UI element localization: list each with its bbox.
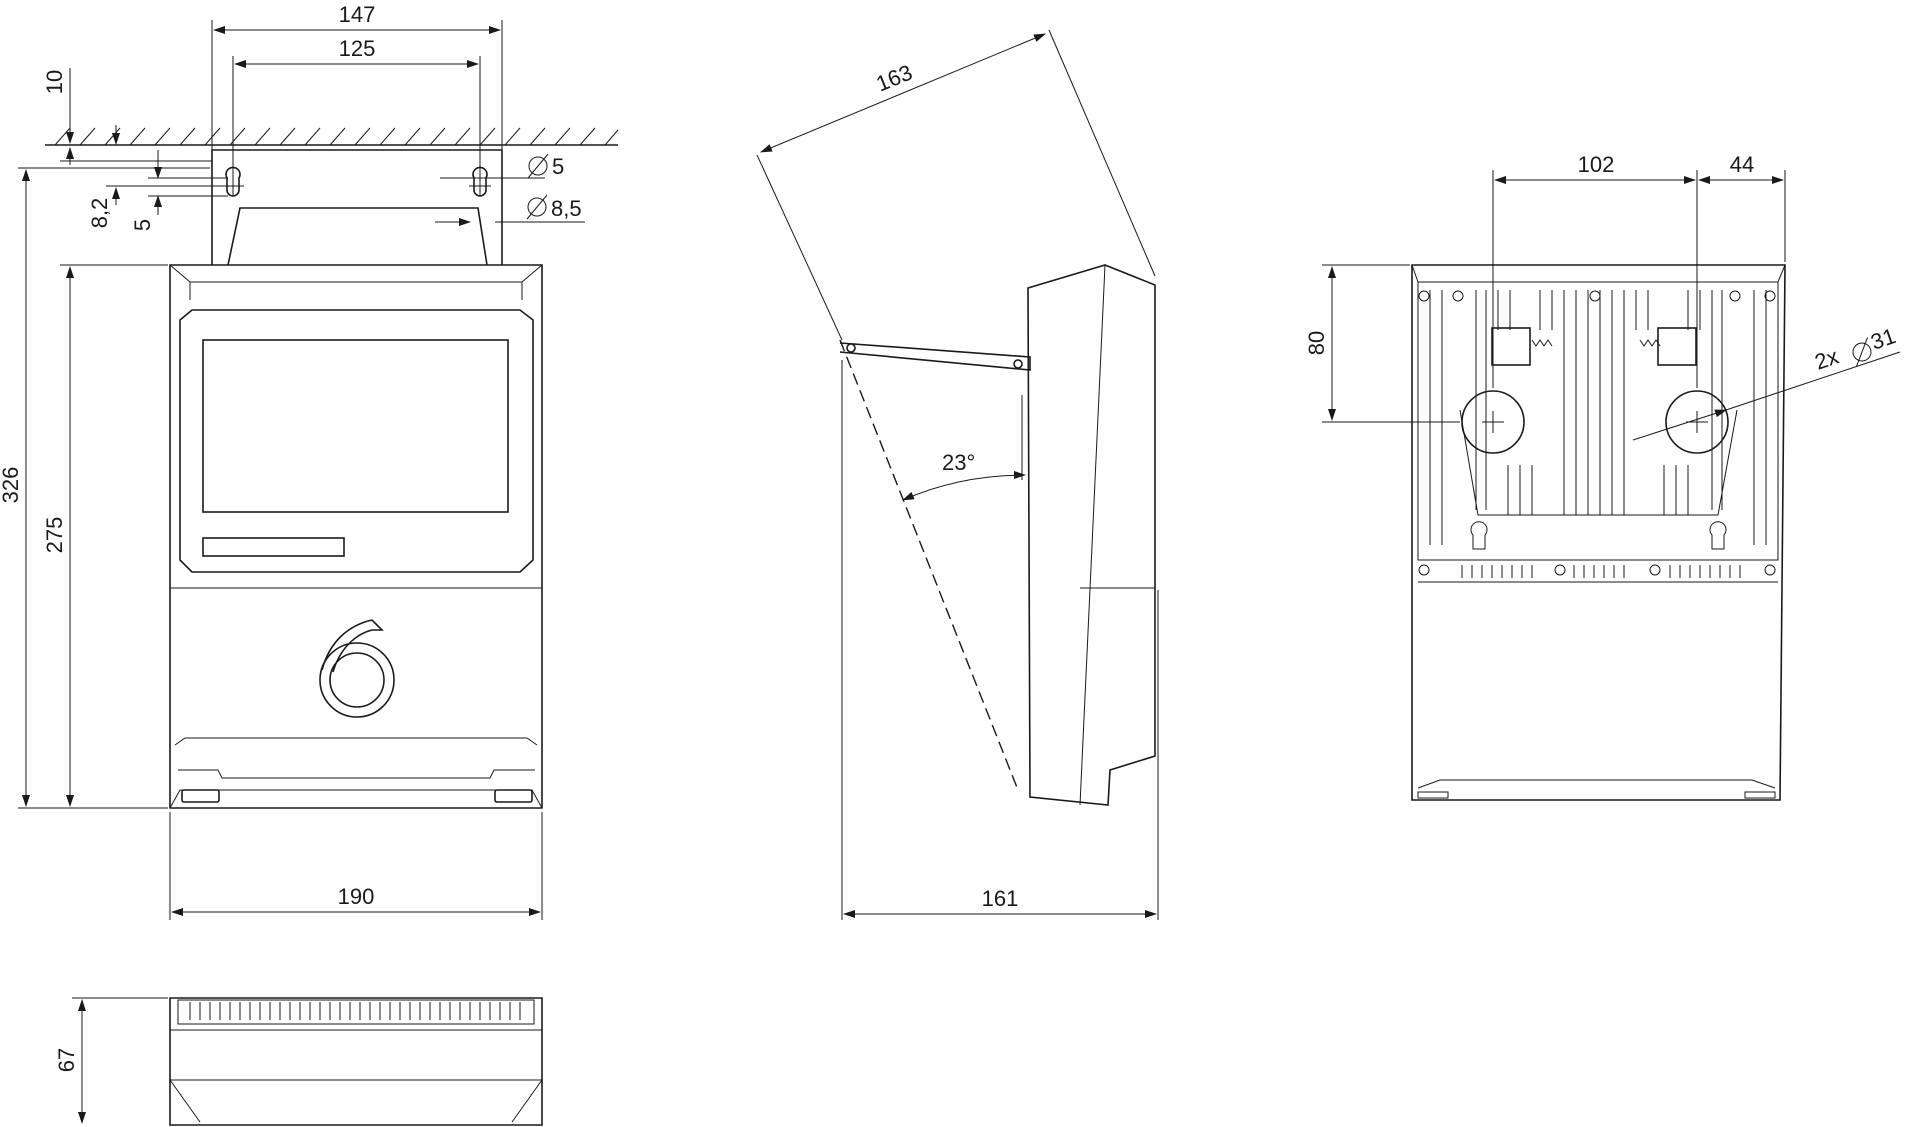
housing-side	[1027, 264, 1156, 806]
housing-body	[169, 264, 543, 809]
dim-10: 10	[42, 68, 212, 165]
dim-161: 161	[841, 360, 1159, 920]
rear-screws	[1418, 290, 1776, 576]
diameter-icon	[527, 153, 549, 179]
dim-125: 125	[232, 36, 481, 176]
dim-326-label: 326	[0, 467, 23, 504]
front-panel-upper	[179, 309, 534, 573]
clamp-right	[1657, 327, 1697, 366]
dim-angle-23: 23°	[902, 450, 1026, 501]
dim-67: 67	[54, 997, 168, 1124]
hinge-path	[839, 339, 1019, 791]
dim-163-label: 163	[872, 60, 915, 97]
rear-ribs	[1429, 290, 1767, 545]
clamp-left	[1491, 327, 1531, 366]
wall-arm	[839, 342, 1031, 371]
dim-125-label: 125	[339, 36, 376, 61]
dim-326: 326	[0, 167, 210, 809]
cable-hole-left	[1461, 390, 1525, 454]
rear-bottom-vents	[1461, 565, 1741, 578]
dim-8-2-label: 8,2	[87, 198, 112, 229]
dim-161-label: 161	[982, 886, 1019, 911]
bottom-housing	[169, 997, 543, 1126]
dim-67-label: 67	[54, 1048, 79, 1072]
dim-5-label: 5	[130, 219, 155, 231]
cable-hole-right	[1665, 390, 1729, 454]
dim-hole-8-5-label: 8,5	[551, 196, 582, 221]
front-view: 147 125 10 8,2 5	[0, 2, 619, 920]
bottom-view: 67	[54, 997, 543, 1126]
dim-102: 102	[1492, 152, 1698, 388]
diameter-icon	[526, 194, 548, 220]
bracket-plate	[227, 207, 488, 266]
status-strip	[202, 537, 345, 557]
dim-5: 5	[130, 150, 228, 231]
dim-190-label: 190	[338, 884, 375, 909]
dim-2x-label: 2x	[1811, 344, 1841, 375]
dim-hole-5-label: 5	[552, 154, 564, 179]
bottom-vent-slots	[189, 1002, 521, 1020]
dim-102-label: 102	[1578, 152, 1615, 177]
display-window	[202, 339, 509, 513]
wall-hatching	[54, 127, 619, 146]
dim-hole-5: 5	[440, 153, 564, 179]
foot-left	[181, 789, 220, 803]
dim-147: 147	[211, 2, 503, 150]
dim-80: 80	[1304, 264, 1460, 423]
dim-147-label: 147	[339, 2, 376, 27]
dim-10-label: 10	[42, 70, 67, 94]
dim-275: 275	[42, 264, 168, 807]
dim-31-label: 31	[1867, 323, 1898, 355]
foot-right	[494, 789, 533, 803]
dim-44: 44	[1698, 152, 1786, 262]
rear-view: 102 44 80 2x 31	[1304, 152, 1901, 801]
dim-44-label: 44	[1730, 152, 1754, 177]
diameter-icon	[1852, 337, 1872, 367]
dim-hole-8-5: 8,5	[435, 194, 585, 226]
rear-housing	[1411, 264, 1786, 801]
dim-275-label: 275	[42, 517, 67, 554]
mounting-bracket-outline	[211, 149, 503, 265]
logo-six	[319, 619, 395, 718]
dim-80-label: 80	[1304, 331, 1329, 355]
dim-8-2: 8,2	[87, 125, 240, 228]
dim-190: 190	[169, 812, 543, 920]
dim-23-label: 23°	[942, 450, 975, 475]
side-view: 163 23° 161	[756, 29, 1159, 920]
